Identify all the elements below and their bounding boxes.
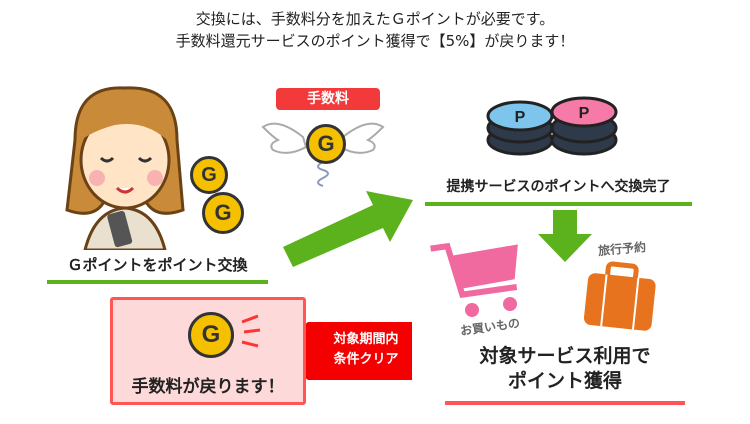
divider	[425, 202, 692, 206]
refund-box: G 手数料が戻ります！	[110, 297, 306, 405]
g-coin-icon: G	[202, 192, 244, 234]
g-coin-icon: G	[306, 124, 346, 164]
headline-line2: 手数料還元サービスのポイント獲得で【5%】が戻ります！	[175, 32, 575, 50]
headline-line1: 交換には、手数料分を加えたＧポイントが必要です。	[195, 10, 555, 28]
partner-exchange-label: 提携サービスのポイントへ交換完了	[446, 179, 671, 195]
winged-coin-wings-icon	[261, 122, 385, 187]
fee-badge: 手数料	[276, 88, 380, 110]
divider	[47, 280, 268, 284]
p-coin-letter: P	[515, 109, 526, 126]
travel-label: 旅行予約	[597, 239, 647, 259]
exchange-label: Ｇポイントをポイント交換	[67, 256, 248, 274]
green-arrow-down-icon	[538, 210, 592, 262]
condition-line2: 条件クリア	[333, 352, 399, 367]
sparkle-lines-icon	[241, 314, 261, 348]
suitcase-icon	[583, 261, 656, 331]
use-service-line2: ポイント獲得	[507, 370, 622, 392]
use-service-line1: 対象サービス利用で	[479, 345, 651, 367]
green-arrow-right-icon	[283, 191, 413, 267]
condition-line1: 対象期間内	[333, 332, 399, 347]
shopping-cart-icon	[430, 242, 518, 317]
p-coin-letter: P	[579, 105, 590, 122]
g-coin-icon: G	[190, 156, 228, 194]
g-coin-icon: G	[188, 312, 234, 358]
refund-label: 手数料が戻ります！	[131, 377, 285, 397]
p-coins-stack-illustration: P P	[486, 96, 618, 156]
divider	[445, 401, 685, 405]
use-service-label: 対象サービス利用で ポイント獲得	[445, 344, 685, 394]
woman-with-phone-illustration	[65, 86, 185, 250]
condition-label: 対象期間内 条件クリア	[320, 330, 412, 370]
